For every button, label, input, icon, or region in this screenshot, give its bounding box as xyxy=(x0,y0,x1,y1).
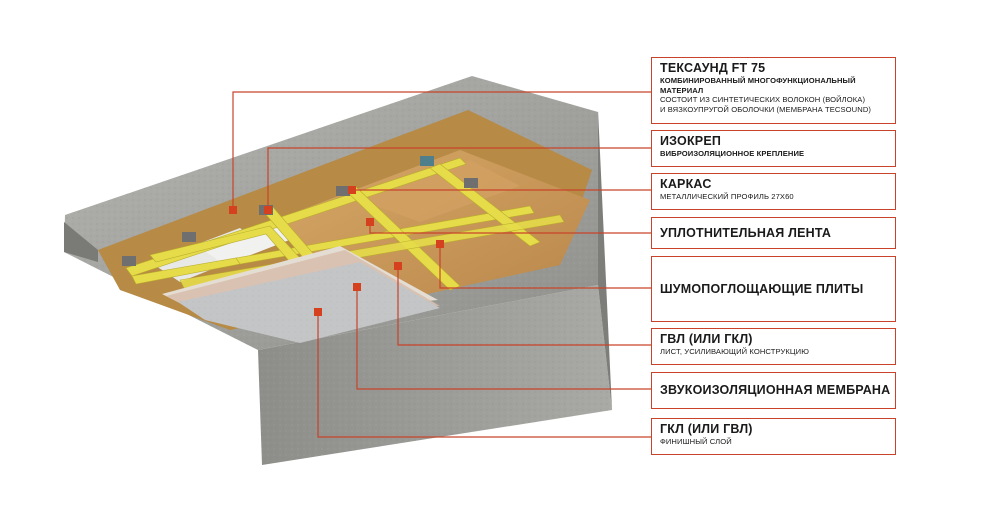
concrete-slab-edge xyxy=(64,222,98,262)
label-title: КАРКАС xyxy=(660,177,712,191)
concrete-wall-side xyxy=(598,110,612,410)
leader-lines xyxy=(232,91,651,438)
label-line: ФИНИШНЫЙ СЛОЙ xyxy=(660,437,732,446)
label-line: МЕТАЛЛИЧЕСКИЙ ПРОФИЛЬ 27Х60 xyxy=(660,192,794,201)
label-title: ТЕКСАУНД FT 75 xyxy=(660,61,766,75)
label-title: ШУМОПОГЛОЩАЮЩИЕ ПЛИТЫ xyxy=(660,281,864,296)
label-sealing-tape: УПЛОТНИТЕЛЬНАЯ ЛЕНТА xyxy=(651,217,896,249)
label-line: ЛИСТ, УСИЛИВАЮЩИЙ КОНСТРУКЦИЮ xyxy=(660,347,809,356)
label-texsound: ТЕКСАУНД FT 75 КОМБИНИРОВАННЫЙ МНОГОФУНК… xyxy=(651,57,896,124)
label-title: ЗВУКОИЗОЛЯЦИОННАЯ МЕМБРАНА xyxy=(660,383,891,397)
label-gvl: ГВЛ (ИЛИ ГКЛ) ЛИСТ, УСИЛИВАЮЩИЙ КОНСТРУК… xyxy=(651,328,896,365)
label-title: ИЗОКРЕП xyxy=(660,134,722,148)
label-isokrep: ИЗОКРЕП ВИБРОИЗОЛЯЦИОННОЕ КРЕПЛЕНИЕ xyxy=(651,130,896,167)
callout-markers xyxy=(229,186,444,316)
label-membrane: ЗВУКОИЗОЛЯЦИОННАЯ МЕМБРАНА xyxy=(651,372,896,409)
label-line: МАТЕРИАЛ xyxy=(660,85,704,95)
label-title: ГКЛ (ИЛИ ГВЛ) xyxy=(660,422,753,436)
label-line: ВИБРОИЗОЛЯЦИОННОЕ КРЕПЛЕНИЕ xyxy=(660,149,805,158)
label-karkas: КАРКАС МЕТАЛЛИЧЕСКИЙ ПРОФИЛЬ 27Х60 xyxy=(651,173,896,210)
label-title: ГВЛ (ИЛИ ГКЛ) xyxy=(660,332,753,346)
label-line: И ВЯЗКОУПРУГОЙ ОБОЛОЧКИ (МЕМБРАНА TECSOU… xyxy=(660,104,872,114)
label-sound-absorbing-plates: ШУМОПОГЛОЩАЮЩИЕ ПЛИТЫ xyxy=(651,256,896,322)
label-gkl: ГКЛ (ИЛИ ГВЛ) ФИНИШНЫЙ СЛОЙ xyxy=(651,418,896,455)
label-line: КОМБИНИРОВАННЫЙ МНОГОФУНКЦИОНАЛЬНЫЙ xyxy=(660,76,856,85)
label-title: УПЛОТНИТЕЛЬНАЯ ЛЕНТА xyxy=(660,225,832,240)
label-line: СОСТОИТ ИЗ СИНТЕТИЧЕСКИХ ВОЛОКОН (ВОЙЛОК… xyxy=(660,95,866,104)
